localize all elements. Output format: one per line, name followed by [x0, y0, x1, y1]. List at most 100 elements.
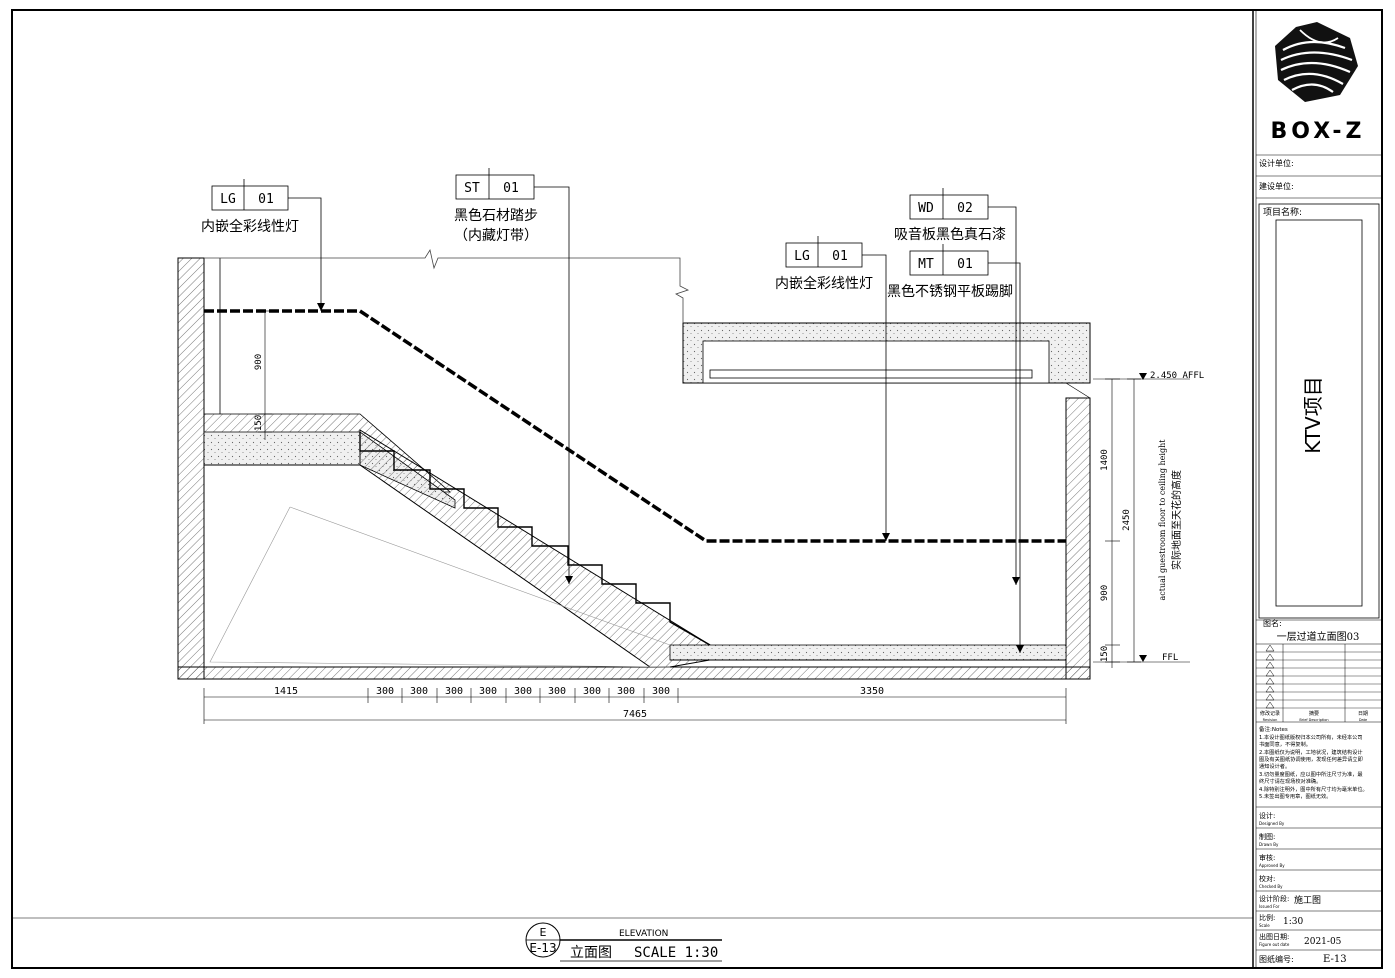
tag-wd-02: WD 02 吸音板黑色真石漆 — [894, 188, 1020, 585]
tag-num: 01 — [957, 257, 973, 272]
desc-header: 摘要 — [1309, 710, 1319, 717]
scale-value: 1:30 — [1283, 917, 1303, 927]
dim-right-900: 900 — [1100, 585, 1110, 601]
issued-for-value: 施工图 — [1294, 894, 1321, 906]
elevation-label: ELEVATION — [619, 929, 668, 939]
dim-right-1400: 1400 — [1100, 449, 1110, 471]
tag-desc: 内嵌全彩线性灯 — [201, 218, 299, 235]
break-line — [204, 248, 690, 323]
dim-300: 300 — [583, 686, 601, 697]
drawing-no-label: 图纸编号: — [1259, 954, 1294, 964]
tag-num: 02 — [957, 201, 973, 216]
tag-code: MT — [918, 257, 934, 272]
date-header: 日期 — [1358, 711, 1368, 717]
tag-code: LG — [220, 192, 236, 207]
issued-for-en: Issued For — [1259, 904, 1280, 909]
approved-by-en: Approved By — [1259, 863, 1285, 868]
elevation-drawing — [177, 248, 1091, 680]
date-value: 2021-05 — [1304, 937, 1342, 947]
rev-header: 修改记录 — [1260, 710, 1280, 717]
floor-slab — [177, 666, 1091, 680]
project-name: KTV项目 — [1301, 376, 1325, 453]
dim-right-150: 150 — [1100, 646, 1110, 662]
notes-label: 备注:Notes — [1259, 725, 1288, 733]
symbol-sheet: E-13 — [529, 941, 556, 955]
dim-1415: 1415 — [274, 686, 298, 697]
drawn-by-en: Drawn By — [1259, 842, 1279, 847]
stair-stringer — [359, 429, 711, 668]
dim-300: 300 — [617, 686, 635, 697]
title-scale: SCALE 1:30 — [634, 945, 718, 961]
checked-by-label: 校对: — [1259, 874, 1275, 883]
rev-header-en: Revision — [1263, 718, 1278, 722]
dim-3350: 3350 — [860, 686, 884, 697]
level-ceiling: 2.450 AFFL — [1150, 371, 1204, 381]
drawing-no-value: E-13 — [1323, 954, 1347, 965]
note-line: 2.本图纸仅为说明，工地状况，建筑结构设计 — [1259, 748, 1363, 756]
note-line: 3.切勿量度图纸，应以图中所注尺寸为准，最 — [1259, 770, 1363, 778]
tag-desc: 黑色不锈钢平板踢脚 — [887, 283, 1013, 300]
symbol-letter: E — [540, 926, 547, 939]
tag-st-01: ST 01 黑色石材踏步 （内藏灯带） — [454, 168, 573, 584]
tag-desc: 内嵌全彩线性灯 — [775, 275, 873, 292]
tag-code: ST — [464, 181, 480, 196]
scale-en: Scale — [1259, 923, 1270, 928]
ceiling-light-strip — [709, 369, 1033, 379]
level-floor: FFL — [1162, 653, 1178, 663]
dim-left-150: 150 — [254, 415, 264, 431]
left-wall — [177, 257, 205, 680]
note-line: 通知设计者。 — [1259, 762, 1290, 770]
dim-total-7465: 7465 — [623, 709, 647, 720]
note-line: 5.未签出图专用章，图纸无效。 — [1259, 792, 1331, 800]
drawing-name: 一层过道立面图03 — [1277, 630, 1360, 643]
note-line: 书面同意，不得复制。 — [1259, 740, 1311, 748]
box-z-logo-icon — [1275, 22, 1358, 102]
dim-300: 300 — [652, 686, 670, 697]
title-block: BOX-Z 设计单位: 建设单位: 项目名称: KTV项目 图名: 一层过道立面… — [1256, 22, 1382, 965]
tag-num: 01 — [503, 181, 519, 196]
design-unit-label: 设计单位: — [1259, 158, 1294, 168]
dim-300: 300 — [445, 686, 463, 697]
note-line: 4.除特别注明外，图中所有尺寸均为毫米单位。 — [1259, 785, 1368, 793]
scale-label: 比例: — [1259, 913, 1275, 922]
lower-floor-fill — [669, 644, 1067, 661]
dim-left-900: 900 — [254, 354, 264, 370]
checked-by-en: Checked By — [1259, 884, 1283, 889]
client-unit-label: 建设单位: — [1259, 181, 1294, 191]
stair-steps — [359, 432, 711, 646]
handrail-light-line — [204, 309, 1066, 543]
note-line: 终尺寸请在现场校对准确。 — [1259, 777, 1321, 785]
project-name-box — [1258, 203, 1380, 619]
tag-desc: 黑色石材踏步 — [454, 207, 538, 224]
designed-by-label: 设计: — [1259, 811, 1275, 820]
dim-300: 300 — [479, 686, 497, 697]
dimensions: 900 150 1415 300 300 300 300 300 300 300… — [203, 310, 1204, 724]
tag-num: 01 — [832, 249, 848, 264]
dim-300: 300 — [376, 686, 394, 697]
drawing-title: E E-13 ELEVATION 立面图 SCALE 1:30 — [525, 922, 722, 962]
tag-lg-01-right: LG 01 内嵌全彩线性灯 — [775, 236, 890, 541]
note-line: 图及有关图纸协调使用，发现任何差异请立即 — [1259, 755, 1363, 763]
tag-mt-01: MT 01 黑色不锈钢平板踢脚 — [887, 244, 1024, 653]
drawing-name-label: 图名: — [1263, 618, 1282, 628]
tag-code: LG — [794, 249, 810, 264]
approved-by-label: 审核: — [1259, 853, 1275, 862]
designed-by-en: Designed By — [1259, 821, 1285, 826]
title-name: 立面图 — [570, 945, 612, 961]
brand-logo-text: BOX-Z — [1271, 119, 1366, 144]
dim-right-2450: 2450 — [1122, 509, 1132, 531]
project-name-label: 项目名称: — [1263, 206, 1302, 218]
height-note-en: actual guestroom floor to ceiling height — [1158, 439, 1167, 601]
date-header-en: Date — [1359, 718, 1367, 722]
height-note-cn: 实际地面至天花的高度 — [1170, 470, 1183, 570]
date-en: Figure out date — [1259, 942, 1290, 947]
tag-lg-01-left: LG 01 内嵌全彩线性灯 — [201, 179, 325, 311]
note-line: 1.本设计图纸版权归本公司所有，未经本公司 — [1259, 733, 1363, 741]
issued-for-label: 设计阶段: — [1259, 894, 1289, 903]
dim-300: 300 — [514, 686, 532, 697]
dim-300: 300 — [410, 686, 428, 697]
right-wall — [1065, 397, 1091, 680]
tag-num: 01 — [258, 192, 274, 207]
tag-desc: 吸音板黑色真石漆 — [894, 226, 1006, 243]
